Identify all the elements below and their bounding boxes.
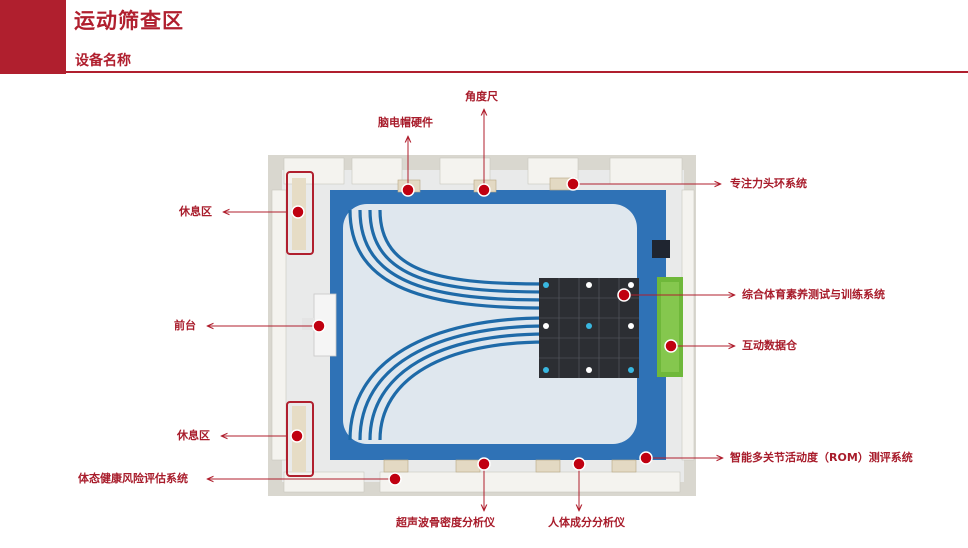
rest-area-top-box — [286, 171, 314, 255]
label-rest-area-bottom: 休息区 — [177, 429, 210, 442]
marker-focus-headband — [566, 177, 580, 191]
marker-angle-ruler — [477, 183, 491, 197]
label-data-cabin: 互动数据仓 — [742, 339, 797, 352]
marker-bone-density — [477, 457, 491, 471]
marker-rest-area-top — [291, 205, 305, 219]
marker-front-desk — [312, 319, 326, 333]
marker-rom-system — [639, 451, 653, 465]
header-accent-block — [0, 0, 66, 74]
label-rom-system: 智能多关节活动度（ROM）测评系统 — [730, 451, 913, 464]
marker-posture-risk — [388, 472, 402, 486]
marker-body-composition — [572, 457, 586, 471]
rest-area-bottom-box — [286, 401, 314, 477]
leader-lines — [208, 110, 734, 510]
marker-fitness-system — [617, 288, 631, 302]
marker-data-cabin — [664, 339, 678, 353]
label-bone-density: 超声波骨密度分析仪 — [396, 516, 495, 529]
marker-eeg-cap — [401, 183, 415, 197]
label-rest-area-top: 休息区 — [179, 205, 212, 218]
markers — [290, 177, 678, 486]
label-focus-headband: 专注力头环系统 — [730, 177, 807, 190]
page-title: 运动筛查区 — [74, 9, 184, 33]
label-eeg-cap: 脑电帽硬件 — [378, 116, 433, 129]
label-angle-ruler: 角度尺 — [465, 90, 498, 103]
label-body-composition: 人体成分分析仪 — [548, 516, 625, 529]
inner-court — [343, 204, 637, 444]
page-subtitle: 设备名称 — [75, 53, 131, 69]
label-posture-risk: 体态健康风险评估系统 — [78, 472, 188, 485]
grid-sensors — [543, 282, 634, 373]
label-fitness-system: 综合体育素养测试与训练系统 — [742, 288, 885, 301]
marker-rest-area-bottom — [290, 429, 304, 443]
display-screen — [652, 240, 670, 258]
curved-tracks — [348, 209, 547, 441]
label-front-desk: 前台 — [174, 319, 196, 332]
header-divider — [66, 71, 968, 73]
